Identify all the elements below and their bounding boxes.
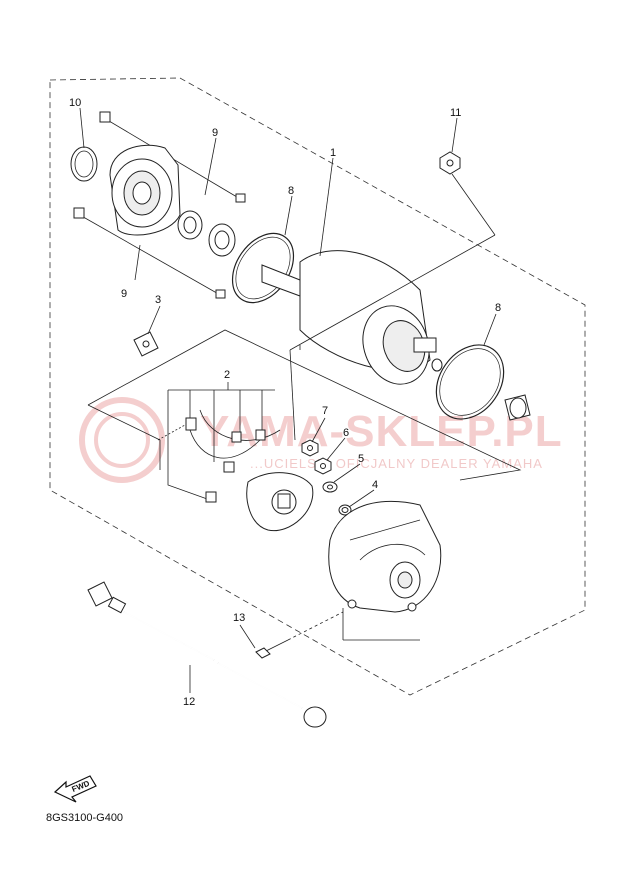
bearing [177, 210, 203, 240]
callout-9-upper: 9 [212, 127, 218, 139]
callout-2: 2 [224, 369, 230, 381]
brush-holder-frame [87, 329, 522, 481]
watermark-tagline: ...UCIELSKI OFICJALNY DEALER YAMAHA [250, 456, 543, 471]
callout-6: 6 [343, 427, 349, 439]
rear-cover [328, 500, 442, 613]
bearing-rear [504, 394, 531, 421]
callout-12: 12 [183, 696, 195, 708]
nut-6 [314, 457, 332, 475]
nut-7 [301, 439, 319, 457]
callout-8-upper: 8 [288, 185, 294, 197]
washer-5 [322, 481, 338, 493]
nut-11 [439, 151, 461, 175]
callout-8-right: 8 [495, 302, 501, 314]
drawing-code: 8GS3100-G400 [46, 812, 124, 824]
front-cover [109, 144, 181, 236]
o-ring-4 [338, 504, 352, 516]
callout-13: 13 [233, 612, 245, 624]
callout-1: 1 [330, 147, 336, 159]
clip-3 [133, 331, 159, 357]
callout-7: 7 [322, 405, 328, 417]
assembly-outline [49, 77, 586, 696]
callout-4: 4 [372, 479, 378, 491]
callout-3: 3 [155, 294, 161, 306]
leader-lines [79, 107, 497, 693]
callout-5: 5 [358, 453, 364, 465]
through-bolt-9-lower [73, 207, 226, 299]
callout-9-lower: 9 [121, 288, 127, 300]
callout-11: 11 [450, 107, 461, 119]
rear-cover-frame [342, 608, 420, 641]
bolt-13 [255, 611, 344, 659]
watermark-logo [79, 397, 165, 483]
callout-10: 10 [69, 97, 81, 109]
o-ring-8-right [435, 344, 505, 420]
fwd-arrow-icon: FWD [53, 775, 97, 803]
armature-yoke [261, 250, 443, 385]
brush-holder-assembly [167, 390, 314, 532]
oil-seal [208, 223, 236, 257]
cable-12 [87, 581, 327, 728]
